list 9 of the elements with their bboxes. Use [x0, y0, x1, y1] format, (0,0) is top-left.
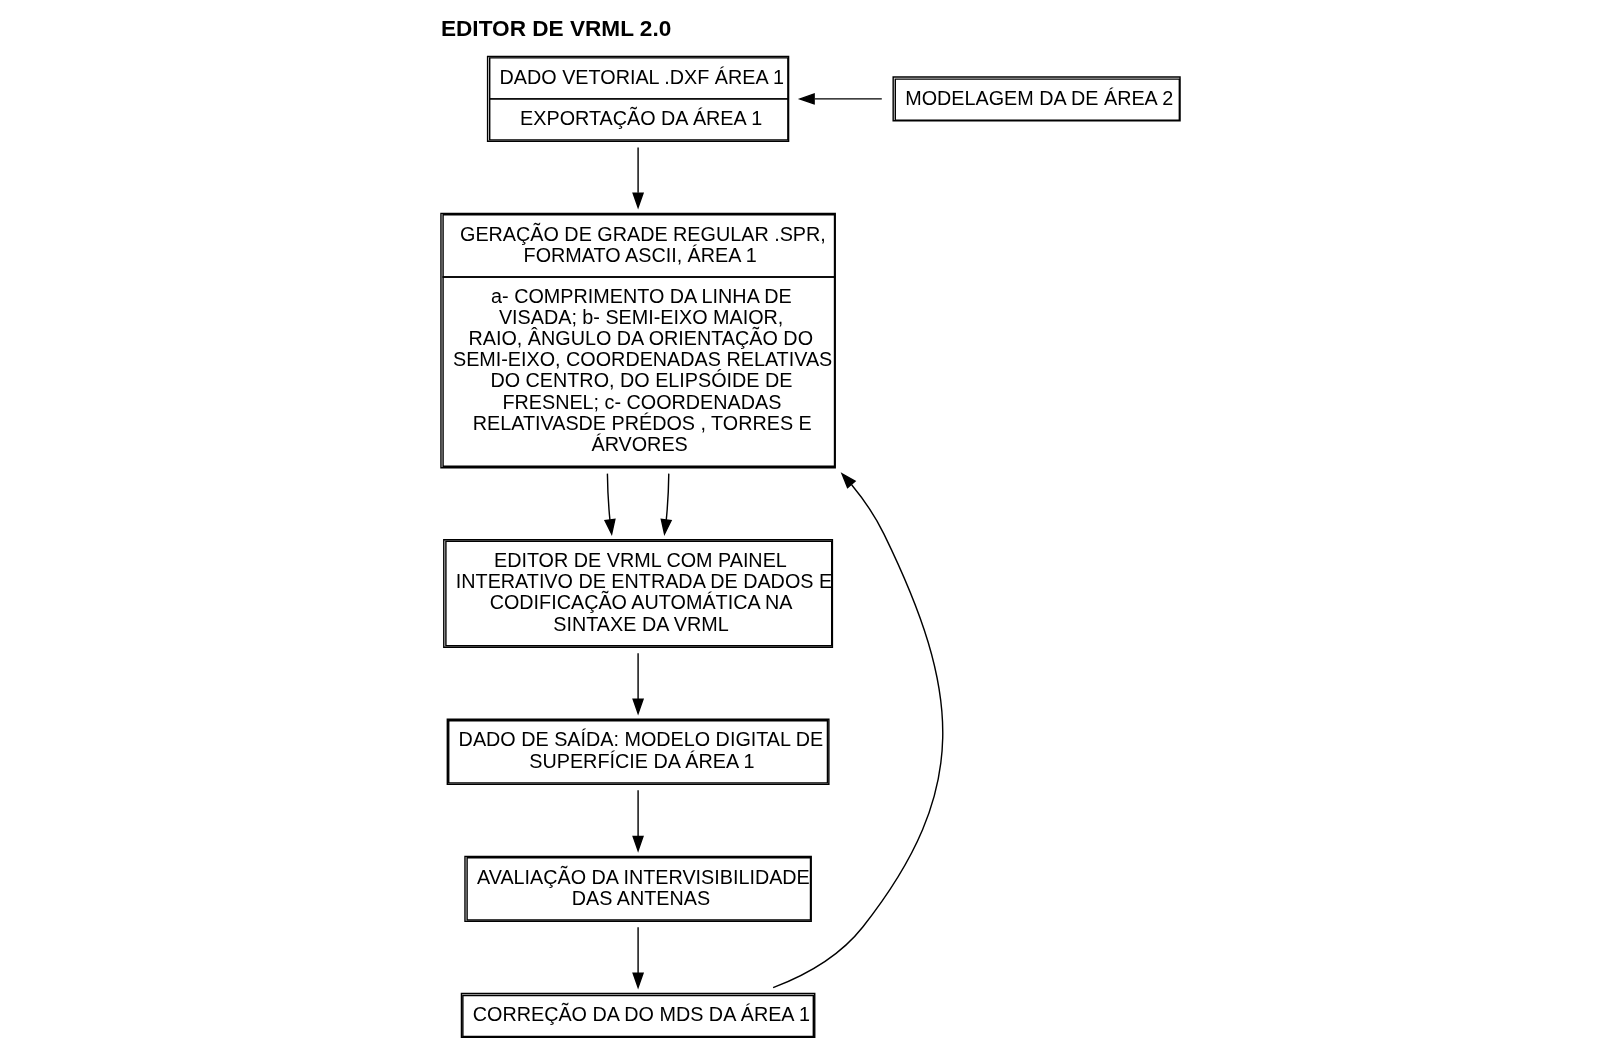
arrow: [797, 92, 883, 105]
arrow: [772, 472, 944, 989]
arrow: [660, 472, 673, 537]
arrow: [632, 146, 645, 210]
arrow: [632, 652, 645, 716]
arrow: [603, 472, 616, 537]
arrow: [632, 926, 645, 990]
diagram-title: EDITOR DE VRML 2.0: [440, 16, 672, 42]
arrow: [632, 789, 645, 853]
